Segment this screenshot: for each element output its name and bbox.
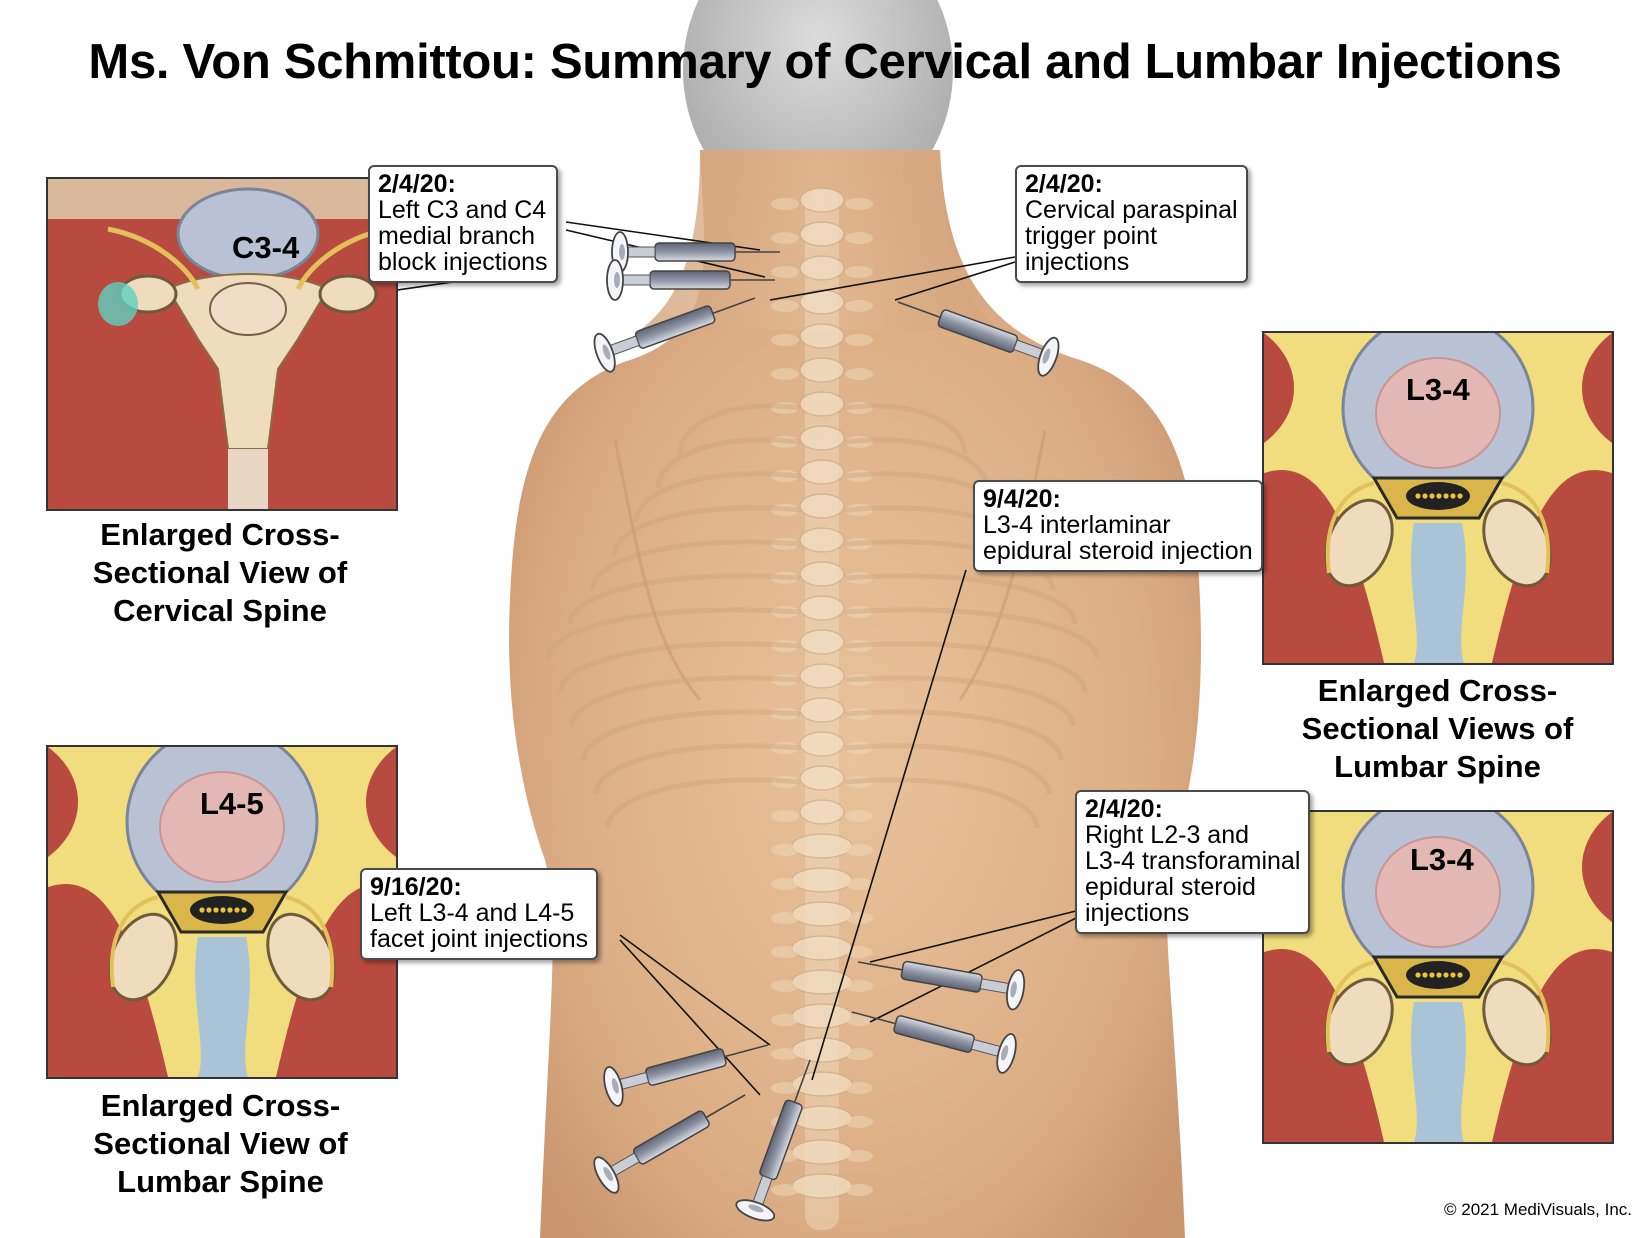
callout-text: L3-4 interlaminar epidural steroid injec…	[983, 511, 1253, 565]
callout-text: Cervical paraspinal trigger point inject…	[1025, 196, 1238, 276]
panel-label-l3-4-lower: L3-4	[1410, 842, 1474, 877]
page-title: Ms. Von Schmittou: Summary of Cervical a…	[88, 35, 1562, 89]
callout-date: 9/4/20:	[983, 485, 1061, 513]
syringe	[851, 1011, 1017, 1074]
syringe	[603, 1044, 769, 1107]
panel-label-l3-4-upper: L3-4	[1406, 372, 1470, 407]
callout-trigger-point: 2/4/20: Cervical paraspinal trigger poin…	[1015, 165, 1248, 283]
syringe	[897, 301, 1060, 377]
syringe	[593, 297, 756, 373]
panel-cervical	[46, 177, 398, 511]
caption-lumbar-views: Enlarged Cross- Sectional Views of Lumba…	[1301, 673, 1574, 784]
callout-text: Left L3-4 and L4-5 facet joint injection…	[370, 899, 589, 953]
callout-date: 2/4/20:	[1025, 170, 1103, 198]
caption-cervical: Enlarged Cross- Sectional View of Cervic…	[92, 517, 348, 628]
callout-date: 2/4/20:	[1085, 795, 1163, 823]
panel-lumbar-left	[46, 745, 398, 1079]
spine	[545, 187, 1100, 1230]
callout-facet: 9/16/20: Left L3-4 and L4-5 facet joint …	[360, 868, 599, 960]
panel-label-l4-5: L4-5	[200, 786, 264, 821]
caption-lumbar-single: Enlarged Cross- Sectional View of Lumbar…	[93, 1088, 348, 1199]
panel-lumbar-lower	[1262, 810, 1614, 1144]
callout-text: Left C3 and C4 medial branch block injec…	[378, 196, 548, 276]
torso	[509, 150, 1201, 1238]
syringe	[857, 960, 1026, 1011]
copyright: © 2021 MediVisuals, Inc.	[1444, 1200, 1632, 1219]
syringe	[735, 1059, 811, 1222]
callout-date: 9/16/20:	[370, 873, 462, 901]
callout-text: Right L2-3 and L3-4 transforaminal epidu…	[1085, 821, 1301, 927]
syringe	[593, 1094, 746, 1194]
syringe	[606, 259, 775, 301]
callout-transforaminal: 2/4/20: Right L2-3 and L3-4 transforamin…	[1075, 790, 1311, 934]
callout-date: 2/4/20:	[378, 170, 456, 198]
syringe	[611, 231, 780, 273]
callout-interlaminar: 9/4/20: L3-4 interlaminar epidural stero…	[973, 480, 1263, 572]
callout-cervical-mbb: 2/4/20: Left C3 and C4 medial branch blo…	[368, 165, 558, 283]
panel-label-c3-4: C3-4	[232, 230, 300, 265]
panel-lumbar-upper	[1262, 331, 1614, 665]
